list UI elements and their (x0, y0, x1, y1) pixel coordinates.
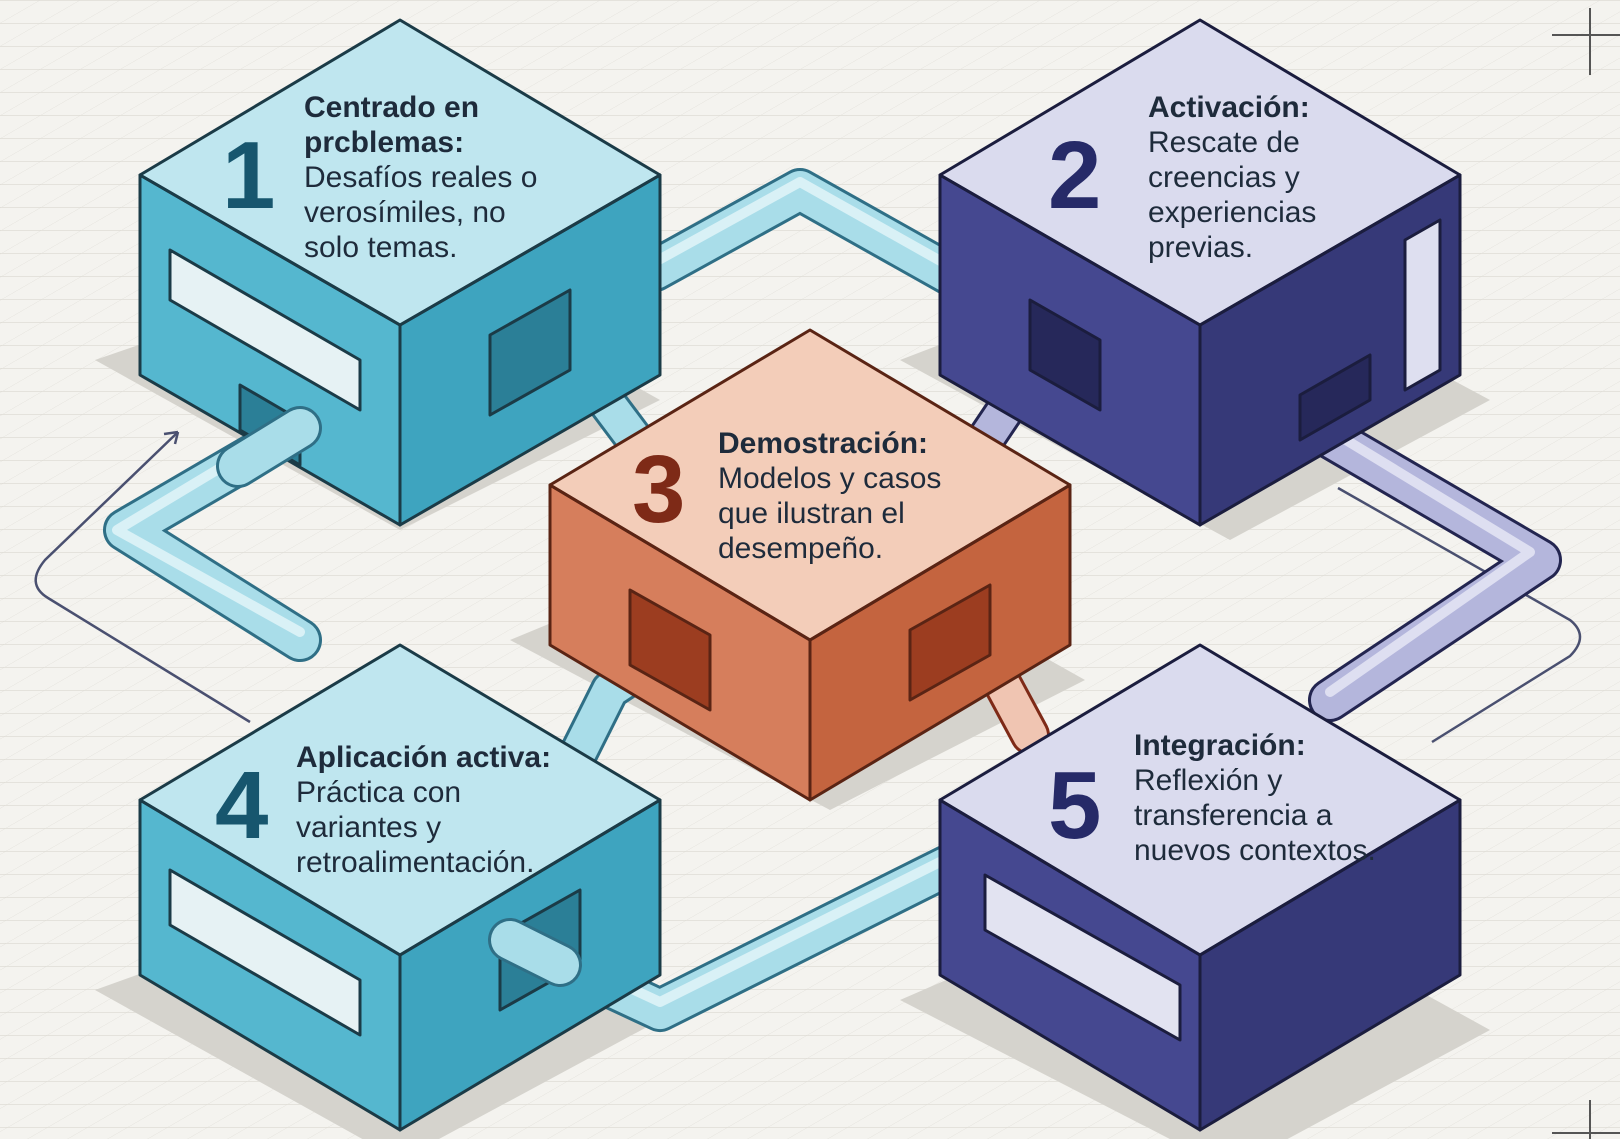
corner-crosshair-top-right (1552, 8, 1620, 75)
step-3-number: 3 (632, 436, 686, 543)
step-4-number: 4 (215, 752, 269, 859)
loop-arrow-right (1337, 486, 1582, 744)
step-2-description: Rescate de creencias y experiencias prev… (1148, 126, 1317, 264)
block-5 (938, 643, 1462, 1132)
step-1-description: Desafíos reales o verosímiles, no solo t… (304, 161, 538, 264)
step-2-number: 2 (1048, 122, 1102, 229)
step-3-label: Demostración: Modelos y casos que ilustr… (718, 426, 988, 566)
step-4-description: Práctica con variantes y retroalimentaci… (296, 776, 535, 879)
step-5-label: Integración: Reflexión y transferencia a… (1134, 728, 1404, 868)
step-4-label: Aplicación activa: Práctica con variante… (296, 740, 586, 880)
step-3-description: Modelos y casos que ilustran el desempeñ… (718, 462, 942, 565)
tube-entries (216, 406, 582, 987)
step-1-number: 1 (222, 122, 276, 229)
loop-arrow-left (34, 431, 251, 724)
step-1-title: Centrado en prcblemas: (304, 91, 480, 159)
step-2-title: Activación: (1148, 91, 1310, 124)
block-3 (548, 328, 1072, 802)
corner-crosshair-bottom-right (1552, 1100, 1620, 1139)
step-5-number: 5 (1048, 752, 1102, 859)
step-3-title: Demostración: (718, 427, 929, 460)
step-5-description: Reflexión y transferencia a nuevos conte… (1134, 764, 1376, 867)
step-5-title: Integración: (1134, 729, 1306, 762)
step-4-title: Aplicación activa: (296, 741, 552, 774)
step-1-label: Centrado en prcblemas: Desafíos reales o… (304, 90, 554, 265)
step-2-label: Activación: Rescate de creencias y exper… (1148, 90, 1348, 265)
block-1 (138, 18, 662, 527)
block-2 (938, 18, 1462, 527)
